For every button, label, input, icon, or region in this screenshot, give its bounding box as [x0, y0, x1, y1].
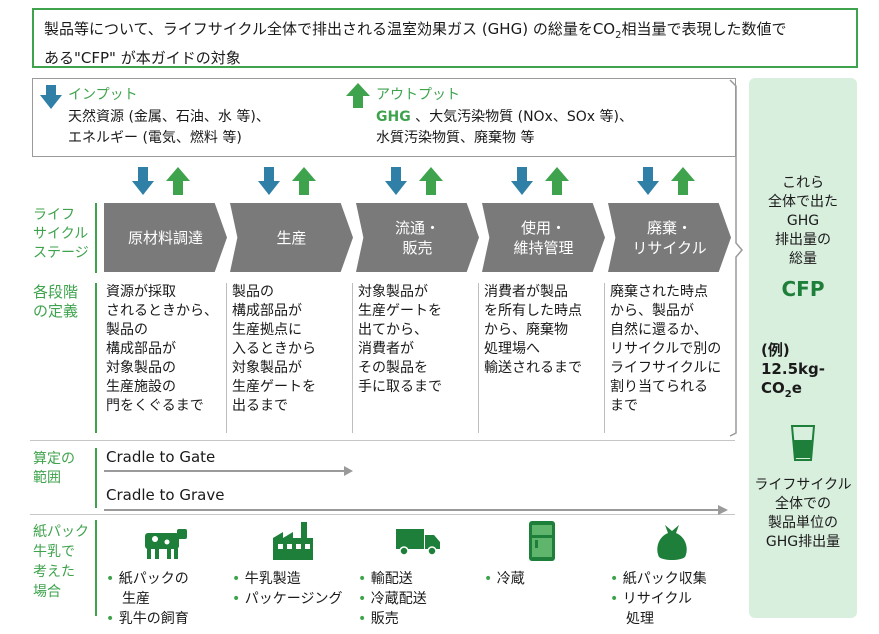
stage-raw-materials: 原材料調達 [104, 203, 227, 272]
stage-disposal: 廃棄・リサイクル [608, 203, 731, 272]
statement-subscript: 2 [615, 30, 622, 41]
stage-production: 生産 [230, 203, 353, 272]
output-ghg: GHG [376, 109, 411, 125]
statement-line1-a: 製品等について、ライフサイクル全体で排出される温室効果ガス (GHG) の総量を… [44, 20, 616, 38]
example-raw-materials: • 紙パックの 生産 • 乳牛の飼育 [106, 571, 189, 627]
stage-use: 使用・維持管理 [482, 203, 605, 272]
glass-icon [790, 425, 816, 461]
refrigerator-icon [529, 521, 555, 561]
stage-io-arrows [132, 167, 695, 195]
statement-line2: ある"CFP" が本ガイドの対象 [44, 49, 241, 67]
divider [478, 283, 479, 433]
divider [352, 283, 353, 433]
label-lifecycle-stage: ライフ サイクル ステージ [33, 207, 89, 261]
example-disposal: • 紙パック収集 • リサイクル 処理 [610, 571, 707, 627]
stage-distribution: 流通・販売 [356, 203, 479, 272]
label-calc-scope: 算定の 範囲 [33, 451, 75, 486]
divider [604, 283, 605, 433]
row-separator [30, 440, 735, 441]
label-milk-example: 紙パック 牛乳で 考えた 場合 [33, 524, 89, 600]
example-marker-line [95, 520, 97, 616]
example-distribution: • 輸配送 • 冷蔵配送 • 販売 [358, 571, 427, 627]
example-value-line2: CO2e [761, 379, 802, 400]
input-heading: インプット [68, 87, 138, 103]
output-line1: 、大気汚染物質 (NOx、SOx 等)、 [410, 109, 633, 125]
cow-icon [145, 529, 187, 559]
cradle-to-gate-arrow [104, 466, 353, 476]
example-label: (例) [761, 341, 790, 359]
input-arrow-icon [40, 85, 62, 109]
example-use: • 冷蔵 [484, 571, 525, 587]
example-value-line1: 12.5kg- [761, 360, 825, 378]
definition-production: 製品の 構成部品が 生産拠点に 入るときから 対象製品が 生産ゲートを 出るまで [232, 284, 316, 414]
garbage-bag-icon [657, 525, 687, 560]
cfp-label: CFP [781, 277, 825, 301]
definition-marker-line [95, 283, 97, 433]
cradle-to-grave-arrow [104, 505, 728, 515]
bracket [729, 79, 743, 437]
row-separator [30, 514, 735, 515]
definition-raw-materials: 資源が採取 されるときから、 製品の 構成部品が 対象製品の 生産施設の 門をく… [106, 284, 218, 414]
input-line2: エネルギー (電気、燃料 等) [68, 130, 242, 146]
truck-icon [396, 529, 440, 556]
cfp-summary-panel: これら 全体で出た GHG 排出量の 総量 CFP (例) 12.5kg- CO… [749, 78, 857, 618]
statement-line1-b: 相当量で表現した数値で [621, 20, 787, 38]
definition-use: 消費者が製品 を所有した時点 から、廃棄物 処理場へ 輸送されるまで [484, 284, 582, 376]
output-arrow-icon [346, 83, 370, 108]
cradle-to-gate-label: Cradle to Gate [106, 448, 216, 466]
label-stage-definition: 各段階 の定義 [33, 283, 79, 320]
divider [226, 283, 227, 433]
definition-distribution: 対象製品が 生産ゲートを 出てから、 消費者が その製品を 手に取るまで [358, 284, 442, 395]
input-line1: 天然資源 (金属、石油、水 等)、 [68, 109, 270, 125]
definition-disposal: 廃棄された時点 から、製品が 自然に還るか、 リサイクルで別の ライフサイクルに… [610, 284, 722, 414]
cradle-to-grave-label: Cradle to Grave [106, 486, 225, 504]
output-heading: アウトプット [376, 87, 460, 103]
scope-statement-box: 製品等について、ライフサイクル全体で排出される温室効果ガス (GHG) の総量を… [32, 8, 858, 68]
lifecycle-marker-line [95, 203, 97, 273]
output-line2: 水質汚染物質、廃棄物 等 [376, 130, 535, 146]
factory-icon [273, 522, 313, 560]
example-production: • 牛乳製造 • パッケージング [232, 571, 343, 607]
scope-marker-line [95, 448, 97, 508]
